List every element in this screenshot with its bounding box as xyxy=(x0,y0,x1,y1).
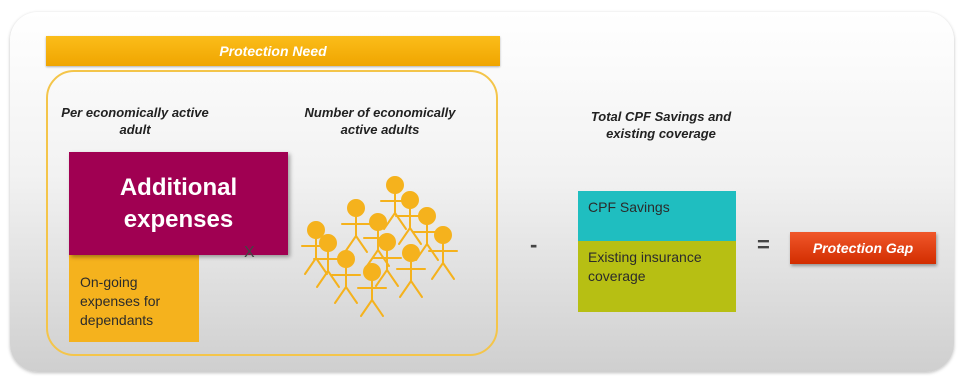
person-figure xyxy=(301,221,331,275)
minus-operator: - xyxy=(530,232,538,257)
protection-gap-badge: Protection Gap xyxy=(790,232,936,264)
person-figure xyxy=(331,250,361,304)
ongoing-expenses-label: On-going expenses for dependants xyxy=(80,274,161,328)
cpf-savings-box xyxy=(578,191,736,241)
cpf-savings-label: CPF Savings xyxy=(588,199,670,215)
person-figure xyxy=(428,226,458,280)
existing-insurance-label: Existing insurance coverage xyxy=(588,249,702,284)
equals-operator: = xyxy=(757,232,770,257)
additional-expenses-label: Additional expenses xyxy=(119,173,238,233)
person-figure xyxy=(395,191,425,245)
person-figure xyxy=(341,199,371,253)
person-figure xyxy=(313,234,343,288)
protection-need-banner: Protection Need xyxy=(46,36,500,66)
person-figure xyxy=(372,233,402,287)
protection-need-frame xyxy=(46,70,498,356)
times-operator: X xyxy=(244,244,255,261)
cpf-header: Total CPF Savings and existing coverage xyxy=(590,109,732,141)
num-adults-header: Number of economically active adults xyxy=(304,105,456,137)
person-figure xyxy=(396,244,426,298)
protection-need-label: Protection Need xyxy=(219,43,327,59)
per-adult-header: Per economically active adult xyxy=(61,105,209,137)
ongoing-expenses-box xyxy=(69,250,199,342)
existing-insurance-box xyxy=(578,241,736,312)
person-figure xyxy=(357,263,387,317)
protection-gap-label: Protection Gap xyxy=(812,240,914,256)
people-group-icon xyxy=(301,176,458,317)
additional-expenses-box: Additional expenses xyxy=(69,152,288,255)
